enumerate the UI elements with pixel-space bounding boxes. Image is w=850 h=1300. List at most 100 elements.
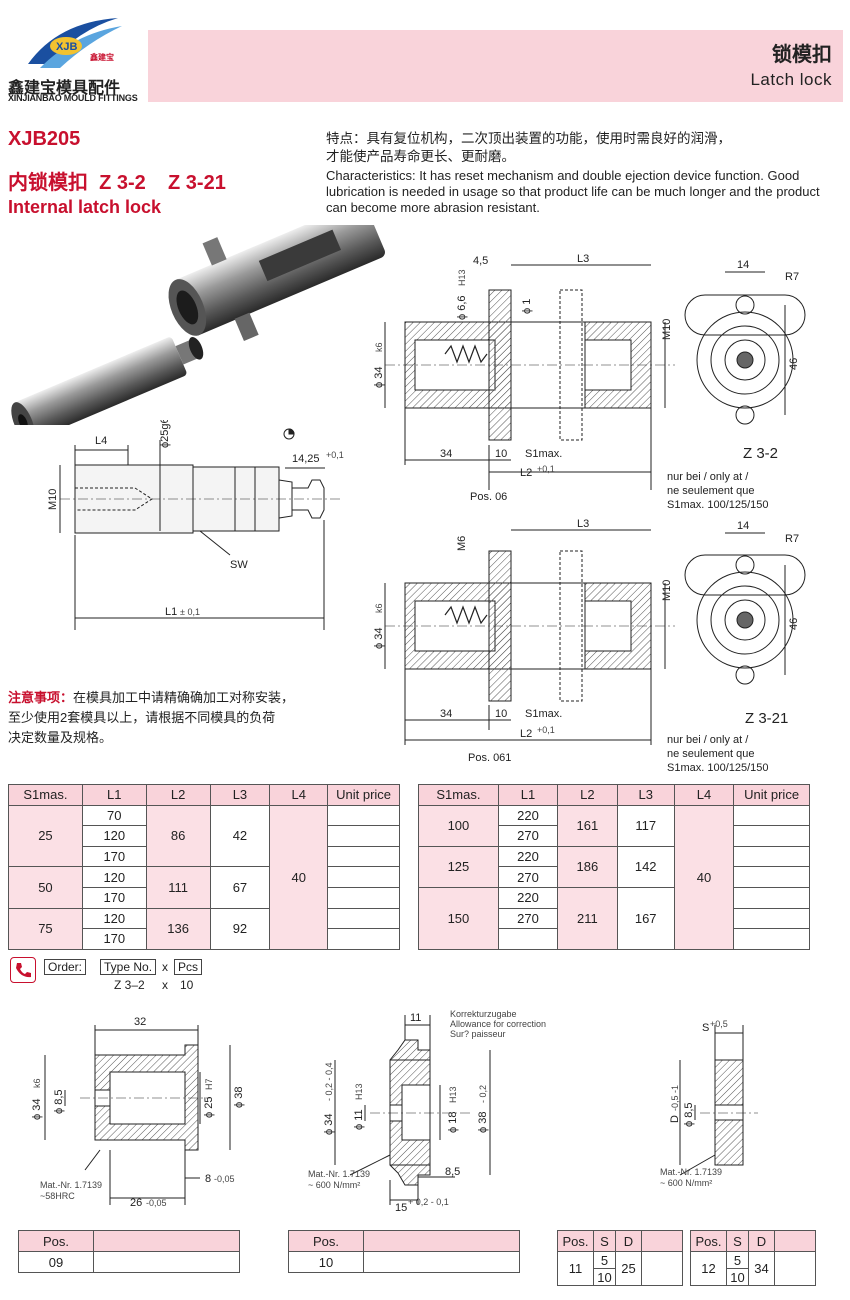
z3-2-phi34-label: ϕ 34: [373, 367, 385, 388]
cell-l3: 142: [616, 845, 675, 888]
z3-2-L2-tol: +0,1: [537, 464, 555, 474]
part09-mat2: ~58HRC: [40, 1191, 75, 1201]
z3-21-S1max-label: S1max.: [525, 708, 562, 720]
part09-k6-label: k6: [32, 1078, 42, 1088]
shim-mat1: Mat.-Nr. 1.7139: [660, 1167, 722, 1177]
pos12-s1: 5: [726, 1251, 749, 1269]
z3-2-end-view: [684, 271, 806, 425]
pin-L1-label: L1: [165, 606, 177, 618]
part09-26-label: 26: [130, 1197, 142, 1209]
shim-drawing: S +0,5 D -0,5 -1 ϕ 8,5 Mat.-Nr. 1.7139 ~…: [660, 1019, 758, 1188]
cell-price: [733, 886, 810, 909]
pin-M10-label: M10: [47, 489, 59, 510]
z3-21-note2: ne seulement que: [667, 748, 754, 760]
pos12-d: 34: [748, 1251, 775, 1286]
order-x: x: [162, 960, 168, 974]
cell-l3: 167: [616, 886, 675, 950]
brand-logo: XJB 鑫建宝: [18, 12, 128, 72]
th-unit-price: Unit price: [327, 784, 400, 806]
part09-phi25-label: ϕ 25: [203, 1097, 215, 1118]
z3-2-note3: S1max. 100/125/150: [667, 499, 769, 511]
notice-line1: 在模具加工中请精确确加工对称安装，: [73, 690, 295, 705]
shim-S-tol: +0,5: [710, 1019, 728, 1029]
z3-21-note1: nur bei / only at /: [667, 734, 749, 746]
cell-price: [327, 804, 400, 827]
pin-phi25-label: ϕ25g6: [159, 420, 171, 448]
pin-L4-label: L4: [95, 435, 107, 447]
z3-21-drawing: M6 L3 14 R7 M10 ϕ 34 k6 46 34 10 S1max. …: [373, 518, 806, 774]
part10-15-tol: + 0,2 - 0,1: [408, 1197, 449, 1207]
z3-2-S1max-label: S1max.: [525, 448, 562, 460]
z3-2-45-label: 4,5: [473, 255, 488, 267]
part09-drawing: 32 ϕ 34 k6 ϕ 8,5 ϕ 25 H7 ϕ 38 8 -0,05 26…: [31, 1016, 245, 1209]
pin-drawing: L4 ϕ25g6 M10 14,25 +0,1 SW L1 ± 0,1: [47, 420, 344, 630]
pos11-blank: [641, 1251, 683, 1286]
part10-mat2: ~ 600 N/mm²: [308, 1180, 360, 1190]
cell-price: [327, 886, 400, 909]
pos12-head-d: D: [748, 1230, 775, 1252]
cell-s1: 75: [8, 907, 83, 950]
cell-l1: 270: [497, 866, 559, 888]
shim-phi85-label: ϕ 8,5: [683, 1102, 695, 1127]
z3-2-R7-label: R7: [785, 271, 799, 283]
page-title-en: Latch lock: [750, 70, 832, 89]
cell-l3: 117: [616, 804, 675, 847]
pos11-s1: 5: [593, 1251, 616, 1269]
part09-26-tol: -0,05: [146, 1198, 167, 1208]
features-cn-line2: 才能使产品寿命更长、更耐磨。: [326, 149, 515, 164]
cell-l1: 220: [497, 886, 559, 909]
order-example-type: Z 3–2: [114, 978, 145, 992]
cell-s1: 25: [8, 804, 83, 868]
pos10-head-blank: [363, 1230, 520, 1252]
shim-mat2: ~ 600 N/mm²: [660, 1178, 712, 1188]
part09-phi85-label: ϕ 8,5: [53, 1089, 65, 1114]
pos10-table: Pos. 10: [288, 1230, 520, 1273]
part10-phi11-label: ϕ 11: [353, 1109, 365, 1130]
th-l3: L3: [616, 784, 675, 806]
z3-21-pos-label: Pos. 061: [468, 752, 511, 764]
pos10-blank: [363, 1251, 520, 1273]
pos09-head-blank: [93, 1230, 240, 1252]
features-cn: 特点：具有复位机构，二次顶出装置的功能，使用时需良好的润滑， 才能使产品寿命更长…: [326, 130, 836, 166]
logo-swoosh-icon: XJB 鑫建宝: [28, 18, 122, 68]
z3-21-10-label: 10: [495, 708, 507, 720]
z3-2-note1: nur bei / only at /: [667, 471, 749, 483]
z3-21-M10-label: M10: [661, 580, 673, 601]
product-name-cn: 内锁模扣 Z 3-2 Z 3-21: [8, 172, 226, 194]
z3-21-M6-label: M6: [456, 536, 468, 551]
th-l2: L2: [145, 784, 211, 806]
z3-21-note3: S1max. 100/125/150: [667, 762, 769, 774]
pos09-head: Pos.: [18, 1230, 94, 1252]
cell-l1: 270: [497, 825, 559, 847]
cell-l4: 40: [673, 804, 735, 950]
cell-l1: 70: [81, 804, 147, 827]
shim-D-tol: -0,5 -1: [670, 1085, 680, 1111]
pos11-s2: 10: [593, 1268, 616, 1286]
part10-phi34-tol: - 0,2 - 0,4: [324, 1062, 334, 1101]
cell-l1: 120: [81, 825, 147, 847]
cell-l2: 136: [145, 907, 211, 950]
th-l4: L4: [673, 784, 735, 806]
cell-l3: 92: [209, 907, 271, 950]
product-photo: [11, 225, 385, 425]
cell-price: [733, 845, 810, 868]
pos11-d: 25: [615, 1251, 642, 1286]
part10-mat1: Mat.-Nr. 1.7139: [308, 1169, 370, 1179]
order-example: Order: Type No. x Pcs Z 3–2 x 10: [10, 957, 250, 997]
part10-phi38-tol: - 0,2: [478, 1085, 488, 1103]
product-code: XJB205: [8, 128, 81, 150]
th-s1: S1mas.: [418, 784, 499, 806]
pos12-blank: [774, 1251, 816, 1286]
th-l1: L1: [81, 784, 147, 806]
part09-8-tol: -0,05: [214, 1174, 235, 1184]
cell-l1: 120: [81, 866, 147, 888]
cell-l1: 170: [81, 928, 147, 950]
z3-2-L2-label: L2: [520, 467, 532, 479]
th-s1: S1mas.: [8, 784, 83, 806]
pos12-value: 12: [690, 1251, 727, 1286]
pos12-head-s: S: [726, 1230, 749, 1252]
z3-2-note2: ne seulement que: [667, 485, 754, 497]
notice-line3: 决定数量及规格。: [8, 730, 113, 745]
z3-21-end-view: [684, 532, 806, 685]
